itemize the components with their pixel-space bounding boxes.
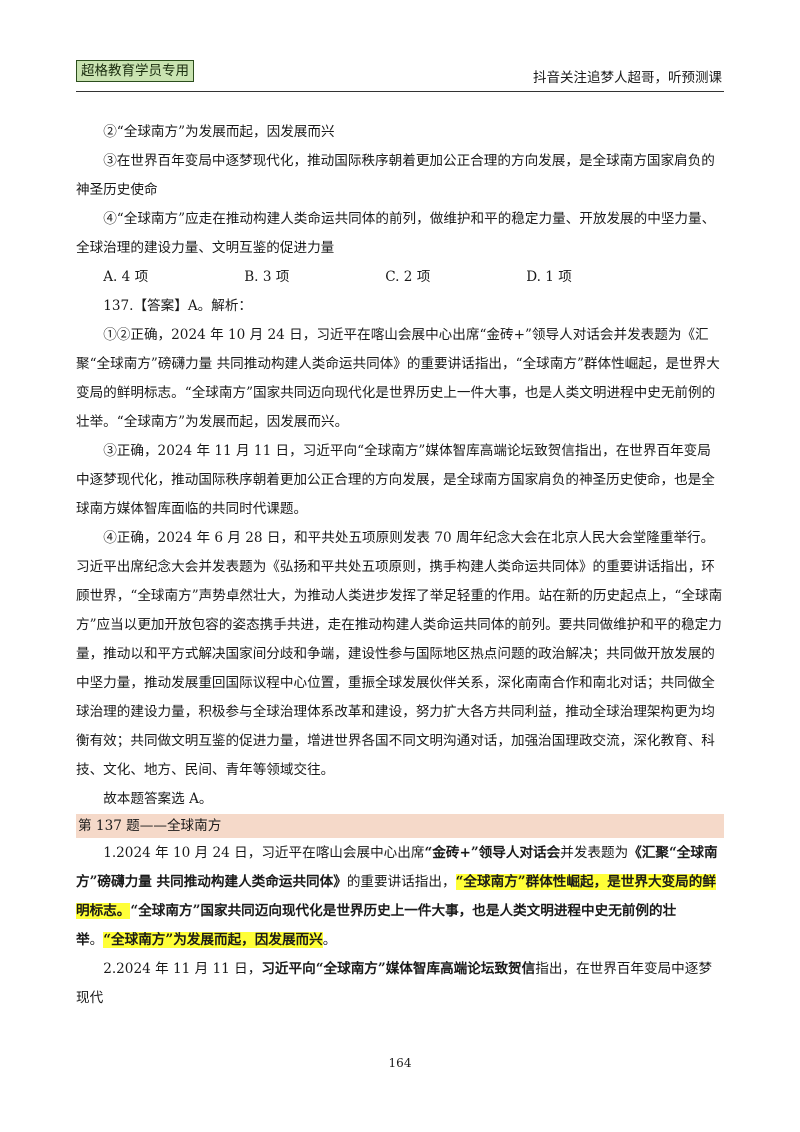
- section-title-bar: 第 137 题——全球南方: [76, 814, 724, 838]
- option-d: D. 1 项: [526, 269, 572, 285]
- option-a: A. 4 项: [103, 269, 149, 285]
- question-item-2: ②“全球南方”为发展而起，因发展而兴: [103, 124, 335, 140]
- analysis-paragraph-1: ①②正确，2024 年 10 月 24 日，习近平在喀山会展中心出席“金砖+”领…: [76, 327, 720, 430]
- header-badge: 超格教育学员专用: [76, 60, 194, 82]
- summary-point-1: 1.2024 年 10 月 24 日，习近平在喀山会展中心出席“金砖+”领导人对…: [76, 839, 724, 955]
- text-run: 。: [322, 932, 337, 948]
- analysis-paragraph-3: ④正确，2024 年 6 月 28 日，和平共处五项原则发表 70 周年纪念大会…: [76, 530, 723, 778]
- text-run: 1.2024 年 10 月 24 日，习近平在喀山会展中心出席: [103, 845, 425, 861]
- page-body: ②“全球南方”为发展而起，因发展而兴 ③在世界百年变局中逐梦现代化，推动国际秩序…: [76, 118, 724, 1013]
- bold-run: 《汇聚“全球南方”磅礴力量 共同推动构建人类命运共同体》: [76, 845, 718, 890]
- bold-run: “金砖+”领导人对话会: [424, 845, 561, 861]
- text-run: 的重要讲话指出，: [346, 874, 456, 890]
- analysis-paragraph-2: ③正确，2024 年 11 月 11 日，习近平向“全球南方”媒体智库高端论坛致…: [76, 443, 715, 517]
- option-c: C. 2 项: [385, 269, 431, 285]
- header-promo-text: 抖音关注追梦人超哥，听预测课: [533, 70, 722, 86]
- text-run: 并发表题为: [560, 845, 629, 861]
- text-run: 指出，在世界百年变局中逐梦现代: [76, 961, 712, 1006]
- bold-run: “全球南方”国家共同迈向现代化是世界历史上一件大事，也是人类文明进程中史无前例的…: [76, 903, 677, 948]
- question-item-4: ④“全球南方”应走在推动构建人类命运共同体的前列，做维护和平的稳定力量、开放发展…: [76, 211, 716, 256]
- summary-point-2: 2.2024 年 11 月 11 日，习近平向“全球南方”媒体智库高端论坛致贺信…: [76, 955, 724, 1013]
- answer-header: 137.【答案】A。解析：: [103, 298, 253, 314]
- answer-options: A. 4 项 B. 3 项 C. 2 项 D. 1 项: [76, 263, 724, 292]
- option-b: B. 3 项: [244, 269, 290, 285]
- question-item-3: ③在世界百年变局中逐梦现代化，推动国际秩序朝着更加公正合理的方向发展，是全球南方…: [76, 153, 715, 198]
- answer-conclusion: 故本题答案选 A。: [103, 791, 213, 807]
- text-run: 2.2024 年 11 月 11 日，: [103, 961, 262, 977]
- header-divider: [76, 91, 724, 92]
- text-run: 。: [89, 932, 104, 948]
- highlighted-run: “全球南方”为发展而起，因发展而兴: [103, 932, 323, 948]
- page-number: 164: [388, 1056, 412, 1070]
- bold-run: 习近平向“全球南方”媒体智库高端论坛致贺信: [261, 961, 536, 977]
